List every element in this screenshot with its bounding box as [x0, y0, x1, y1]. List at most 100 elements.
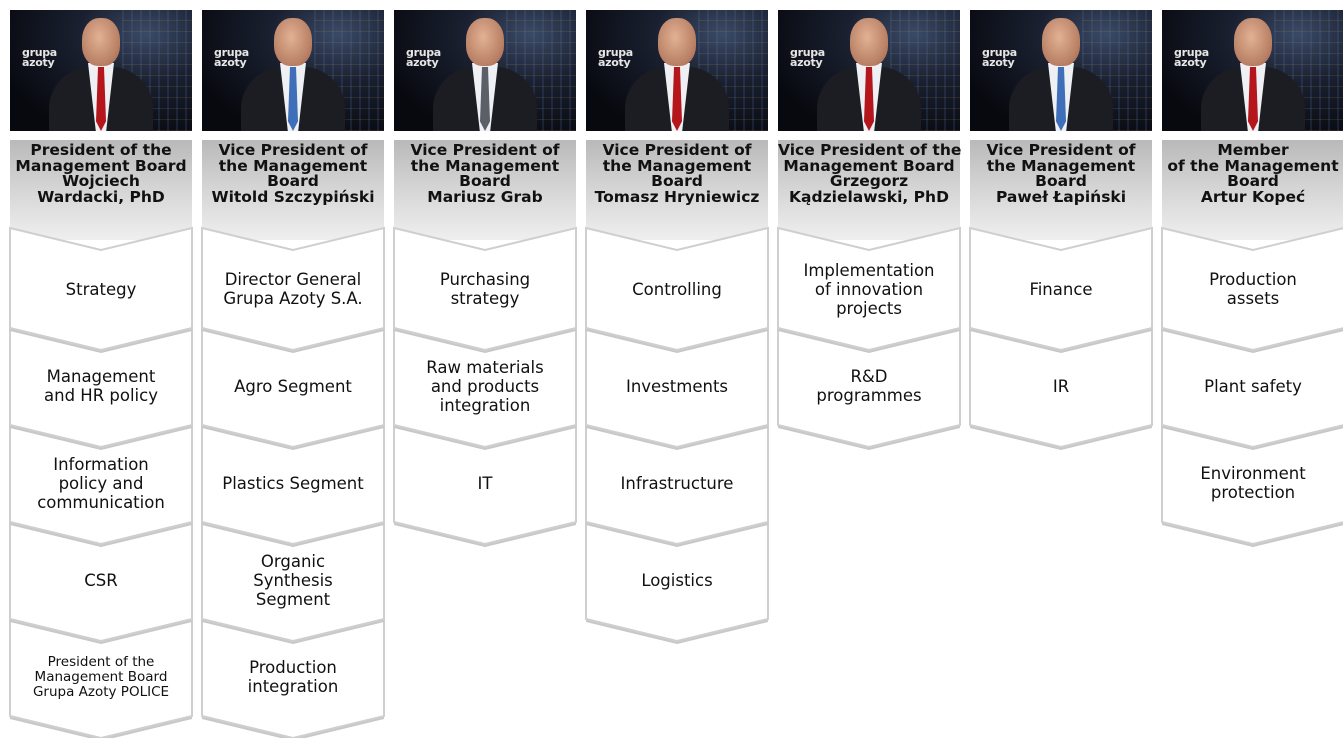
tie [480, 67, 490, 131]
role-title-line: Wojciech [62, 172, 140, 190]
responsibility-label: Logistics [586, 541, 768, 619]
chevron-shape [1161, 323, 1343, 450]
responsibility-text: Management [46, 367, 156, 386]
responsibility-text: Agro Segment [234, 376, 352, 396]
tie [1056, 67, 1066, 131]
responsibility-text: Logistics [641, 570, 713, 590]
responsibility-text: integration [439, 395, 531, 415]
logo-text: grupa [982, 46, 1017, 59]
responsibility-chevron: CSR [9, 517, 193, 644]
role-title-line: the Management [602, 156, 752, 175]
role-title-line: of the Management [1167, 156, 1339, 175]
role-title-line: the Management [410, 156, 560, 175]
role-title-line: Grzegorz [829, 172, 909, 190]
role-title-line: Vice President of [986, 141, 1136, 159]
role-title-line: Vice President of [218, 141, 368, 159]
responsibility-chevron: IR [969, 323, 1153, 450]
responsibility-text: Environment [1200, 464, 1306, 483]
logo-text: grupa [598, 46, 633, 59]
chevron-shape [393, 323, 577, 450]
responsibility-chevron: Strategy [9, 226, 193, 353]
responsibility-text: Segment [255, 589, 331, 609]
responsibility-text: and products [430, 376, 540, 396]
responsibility-text: projects [836, 298, 902, 318]
tie [864, 67, 874, 131]
chevron-outline [9, 226, 193, 352]
chevron-shape [585, 226, 769, 353]
logo-text: azoty [406, 56, 439, 69]
role-title-line: Management Board [783, 156, 955, 175]
role-title-line: Paweł Łapiński [995, 187, 1127, 206]
responsibility-text: Director General [224, 270, 362, 289]
chevron-outline [1161, 226, 1343, 352]
chevron-outline [585, 226, 769, 352]
role-title-line: Wardacki, PhD [37, 187, 165, 206]
role-title-line: Board [459, 172, 511, 190]
tie [672, 67, 682, 131]
responsibility-label: CSR [10, 541, 192, 619]
role-title-line: Board [651, 172, 703, 190]
responsibility-label: Finance [970, 250, 1152, 328]
head [466, 18, 504, 66]
responsibility-text: Management Board [34, 668, 168, 685]
responsibility-text: Purchasing [439, 270, 531, 289]
chevron-shape [585, 323, 769, 450]
person-silhouette [238, 10, 348, 131]
role-title-line: Tomasz Hryniewicz [594, 187, 760, 206]
head [274, 18, 312, 66]
responsibility-chevron: Logistics [585, 517, 769, 644]
responsibility-text: Synthesis [253, 570, 333, 590]
head [1234, 18, 1272, 66]
responsibility-text: Grupa Azoty POLICE [32, 683, 170, 700]
role-title-line: Board [267, 172, 319, 190]
role-header [1162, 140, 1343, 240]
chevron-shape [201, 420, 385, 547]
role-title-line: President of the [30, 141, 172, 159]
responsibility-label: IR [970, 347, 1152, 425]
responsibility-text: Controlling [632, 279, 722, 299]
logo-text: azoty [214, 56, 247, 69]
responsibility-text: Information [53, 454, 149, 474]
chevron-shape [777, 226, 961, 353]
responsibility-text: Plant safety [1204, 376, 1302, 396]
chevron-shape [201, 226, 385, 353]
responsibility-chevron: IT [393, 420, 577, 547]
role-title-line: Vice President of [602, 141, 752, 159]
chevron-shape [201, 614, 385, 738]
responsibility-text: Production [249, 658, 337, 677]
logo-text: azoty [598, 56, 631, 69]
responsibility-text: R&D [850, 367, 888, 386]
head [1042, 18, 1080, 66]
responsibility-text: President of the [47, 653, 155, 670]
role-header [202, 140, 384, 240]
tie [288, 67, 298, 131]
chevron-outline [969, 226, 1153, 352]
chevron-shape [201, 323, 385, 450]
responsibility-chevron: Controlling [585, 226, 769, 353]
tie [1248, 67, 1258, 131]
responsibility-text: communication [37, 492, 165, 512]
chevron-shape [969, 226, 1153, 353]
responsibility-text: integration [247, 677, 339, 696]
